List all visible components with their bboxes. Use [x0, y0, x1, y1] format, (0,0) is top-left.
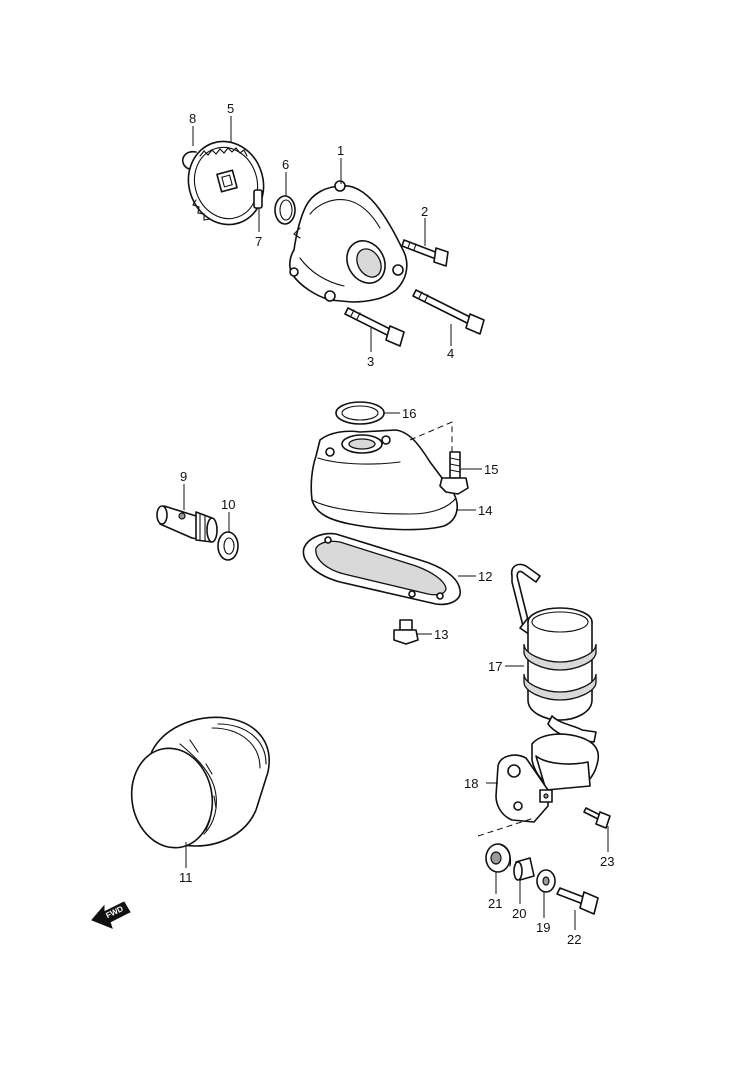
part-11-oil-filter [130, 716, 270, 849]
callout-19: 19 [536, 920, 550, 935]
callout-4: 4 [447, 346, 454, 361]
part-21-grommet [485, 843, 512, 873]
callout-14: 14 [478, 503, 492, 518]
callouts: 8 5 6 7 1 2 3 4 16 15 14 12 13 9 10 17 1… [179, 101, 614, 947]
part-22-bolt [556, 887, 599, 915]
callout-15: 15 [484, 462, 498, 477]
callout-12: 12 [478, 569, 492, 584]
callout-7: 7 [255, 234, 262, 249]
part-5-gear [187, 140, 265, 226]
callout-21: 21 [488, 896, 502, 911]
callout-8: 8 [189, 111, 196, 126]
callout-20: 20 [512, 906, 526, 921]
part-16-o-ring [335, 401, 385, 425]
callout-10: 10 [221, 497, 235, 512]
part-14-oil-pan [310, 429, 458, 531]
part-6-o-ring [274, 195, 296, 225]
part-7-pin [253, 189, 263, 209]
callout-18: 18 [464, 776, 478, 791]
callout-11: 11 [179, 870, 193, 885]
callout-13: 13 [434, 627, 448, 642]
callout-23: 23 [600, 854, 614, 869]
leader-lines [183, 116, 609, 930]
callout-22: 22 [567, 932, 581, 947]
callout-17: 17 [488, 659, 502, 674]
callout-2: 2 [421, 204, 428, 219]
part-1-pump-housing [289, 180, 408, 303]
part-3-bolt [344, 307, 405, 347]
part-4-bolt [412, 289, 485, 335]
part-2-bolt [401, 239, 449, 267]
part-23-screw [583, 807, 611, 829]
part-15-bolt [439, 451, 469, 495]
part-12-strainer [302, 532, 461, 606]
part-18-bracket [495, 733, 600, 823]
part-13-bolt [393, 619, 419, 645]
callout-3: 3 [367, 354, 374, 369]
callout-16: 16 [402, 406, 416, 421]
callout-1: 1 [337, 143, 344, 158]
part-9-fitting [156, 505, 218, 543]
callout-9: 9 [180, 469, 187, 484]
assembly-guide-lines [409, 421, 535, 837]
part-17-canister [510, 563, 597, 743]
part-19-washer [536, 869, 556, 893]
callout-6: 6 [282, 157, 289, 172]
callout-5: 5 [227, 101, 234, 116]
part-20-spacer [513, 857, 535, 881]
part-10-washer [217, 531, 239, 561]
fwd-arrow-icon: FWD [91, 901, 131, 929]
